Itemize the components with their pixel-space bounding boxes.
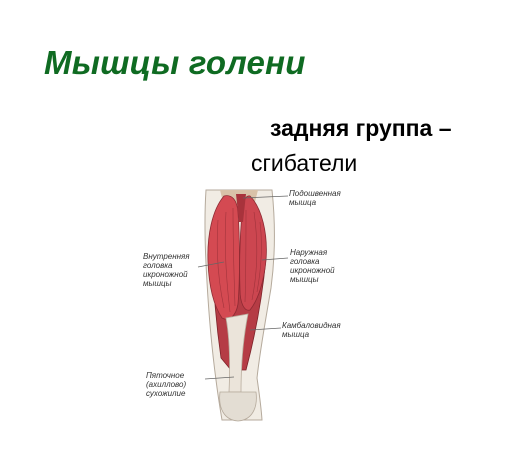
tendon-leader — [204, 376, 235, 380]
subtitle-flexors: сгибатели — [251, 150, 358, 176]
label-plantaris: Подошвенная мышца — [289, 189, 343, 207]
soleus-leader — [249, 327, 282, 331]
label-lateral-head: Наружная головка икроножной мышцы — [290, 248, 337, 284]
plantaris-muscle — [236, 194, 246, 222]
label-medial-head: Внутренняя головка икроножной мышцы — [143, 252, 192, 288]
label-soleus: Камбаловидная мышца — [282, 321, 343, 339]
label-tendon: Пяточное (ахиллово) сухожилие — [146, 371, 188, 398]
medial-head-leader — [197, 261, 225, 268]
subtitle-group: задняя группа – — [270, 115, 452, 141]
plantaris-leader — [242, 195, 289, 199]
lateral-head-leader — [261, 257, 289, 261]
heel — [219, 391, 257, 422]
slide-title: Мышцы голени — [44, 44, 306, 81]
